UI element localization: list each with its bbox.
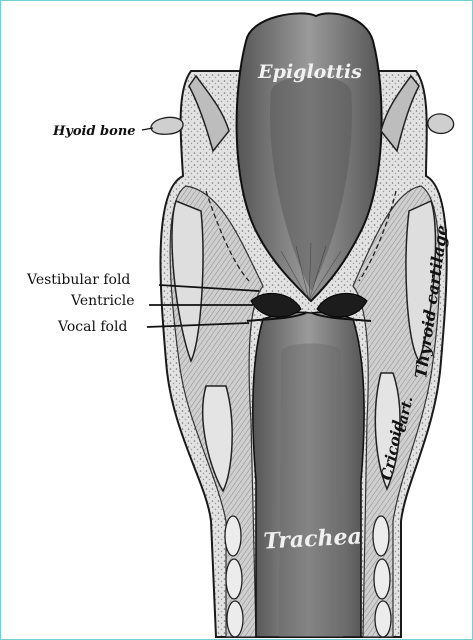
vestibular-fold-label: Vestibular fold [26, 272, 130, 288]
trachea-label: Trachea [263, 523, 362, 554]
vocal-fold-label: Vocal fold [57, 319, 127, 335]
epiglottis-label: Epiglottis [257, 61, 362, 83]
hyoid-bone-left [151, 117, 183, 134]
ventricle-label: Ventricle [70, 293, 135, 309]
right-tracheal-rings [373, 516, 391, 637]
left-tracheal-rings [225, 516, 243, 637]
hyoid-bone-right [428, 114, 454, 133]
hyoid-bone-label: Hyoid bone [52, 124, 136, 139]
